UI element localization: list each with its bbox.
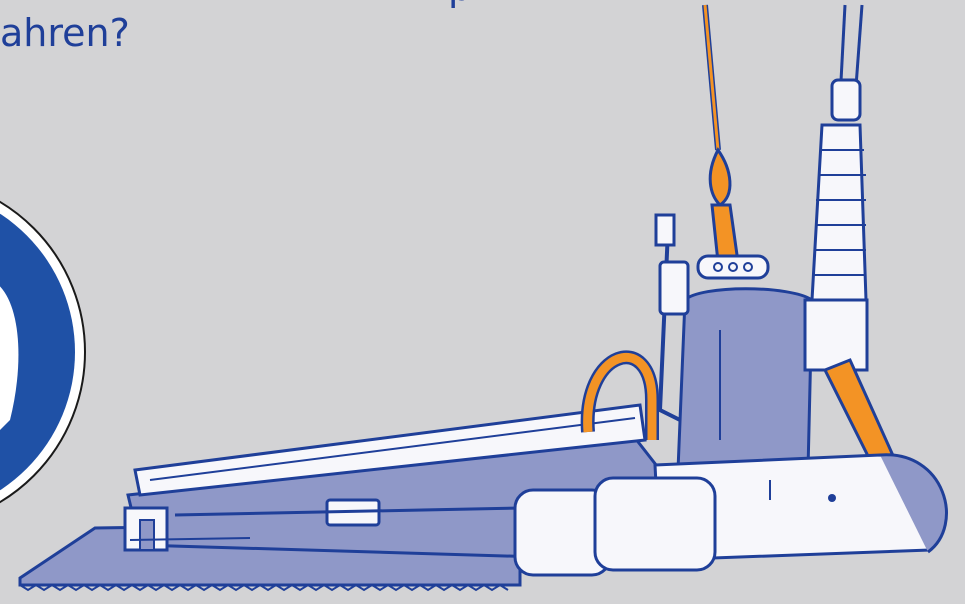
- headline-line-2: ahren?: [0, 11, 130, 55]
- hydraulic-saw-illustration: [18, 4, 948, 592]
- mandatory-sign-icon: [0, 200, 86, 504]
- headline: p ahren?: [0, 0, 472, 56]
- headline-line-1: p: [0, 0, 472, 10]
